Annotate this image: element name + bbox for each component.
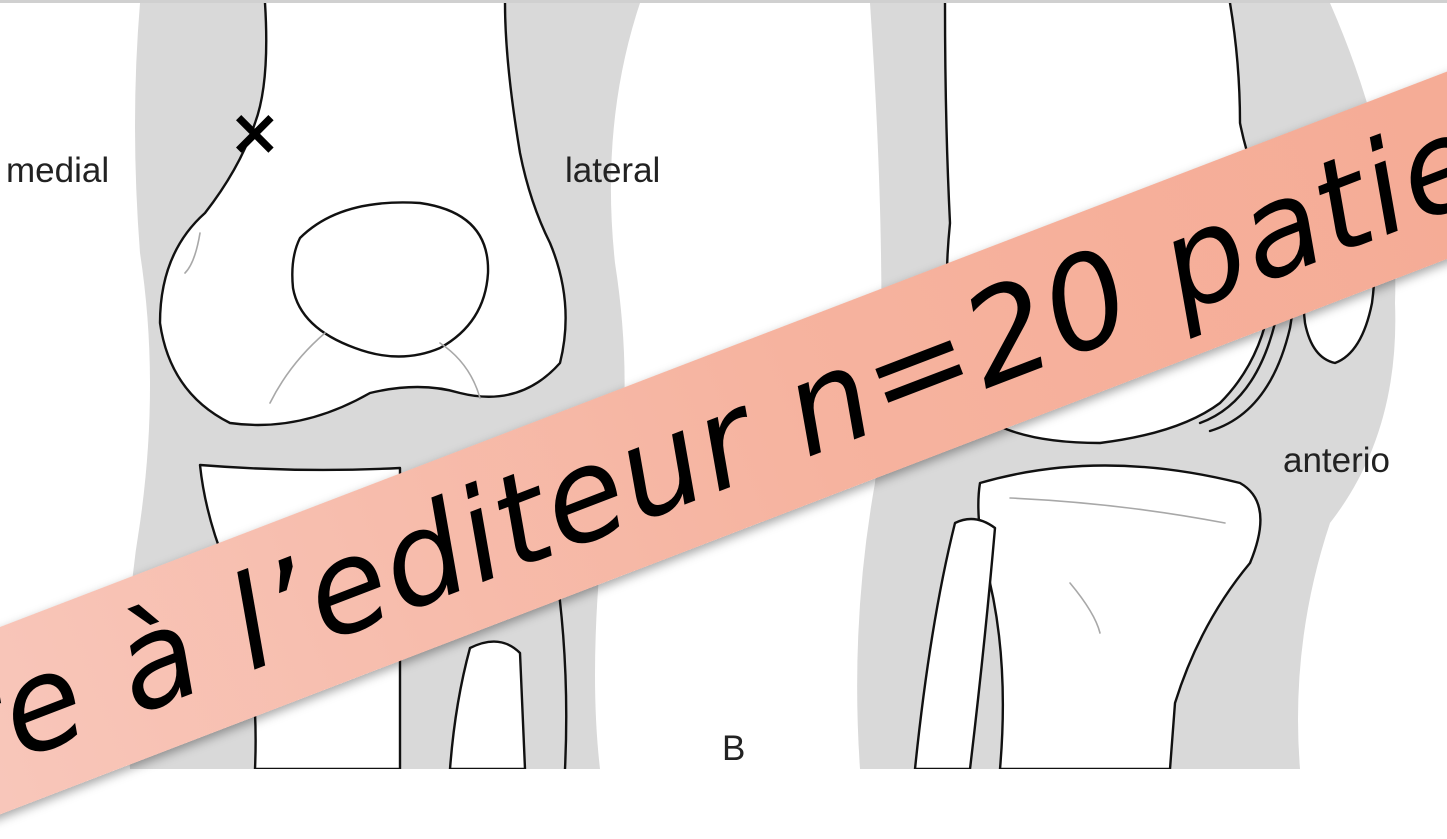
label-anterior: anterio xyxy=(1283,443,1390,478)
panel-label: B xyxy=(722,731,745,766)
label-lateral: lateral xyxy=(565,153,660,188)
knee-diagram: × medial lateral posterior anterio B tre… xyxy=(0,0,1447,766)
x-mark-icon: × xyxy=(228,101,282,165)
label-medial: medial xyxy=(6,153,109,188)
